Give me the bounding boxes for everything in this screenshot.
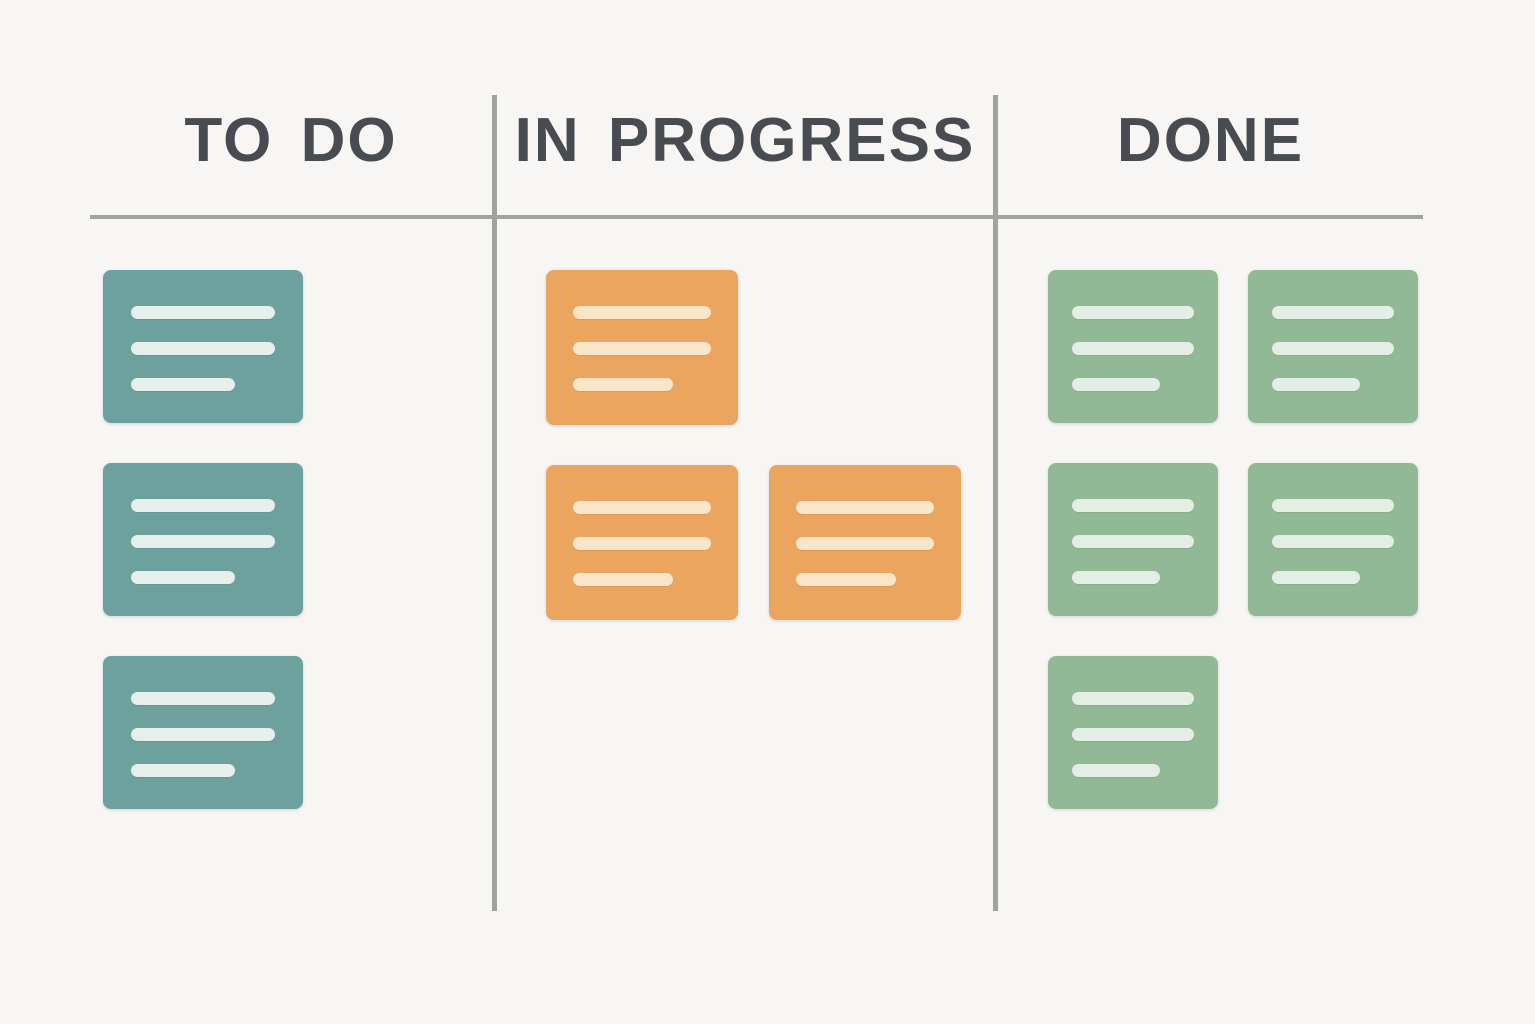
card-row	[546, 270, 961, 425]
card-text-line	[131, 306, 275, 319]
kanban-card[interactable]	[1048, 463, 1218, 616]
card-text-line	[1071, 728, 1195, 741]
card-text-line	[795, 537, 935, 550]
card-row	[103, 270, 303, 423]
card-text-line	[1271, 571, 1361, 584]
card-text-line	[1271, 535, 1395, 548]
card-text-line	[1071, 692, 1195, 705]
card-text-line	[1071, 342, 1195, 355]
card-row	[1048, 463, 1418, 616]
card-text-line	[1271, 499, 1395, 512]
card-text-line	[795, 573, 896, 586]
card-row	[1048, 270, 1418, 423]
card-text-line	[1071, 571, 1161, 584]
column-cards-todo	[103, 270, 303, 809]
kanban-card[interactable]	[546, 465, 738, 620]
card-text-line	[131, 378, 235, 391]
kanban-card[interactable]	[1048, 270, 1218, 423]
card-text-line	[1271, 378, 1361, 391]
column-divider-1	[492, 95, 497, 911]
header-divider	[90, 215, 1423, 219]
column-header-todo: TO DO	[184, 106, 398, 175]
column-header-done: DONE	[1116, 106, 1305, 175]
card-text-line	[1071, 499, 1195, 512]
kanban-card[interactable]	[546, 270, 738, 425]
kanban-card[interactable]	[103, 270, 303, 423]
card-text-line	[131, 535, 275, 548]
card-text-line	[131, 728, 275, 741]
kanban-card[interactable]	[1248, 270, 1418, 423]
card-row	[103, 463, 303, 616]
card-text-line	[1071, 764, 1161, 777]
column-divider-2	[993, 95, 998, 911]
card-row	[1048, 656, 1418, 809]
kanban-card[interactable]	[769, 465, 961, 620]
card-text-line	[1071, 535, 1195, 548]
card-text-line	[572, 342, 712, 355]
card-text-line	[1071, 378, 1161, 391]
card-text-line	[572, 537, 712, 550]
card-text-line	[131, 764, 235, 777]
card-text-line	[131, 499, 275, 512]
card-text-line	[572, 378, 673, 391]
card-text-line	[572, 501, 712, 514]
kanban-card[interactable]	[1048, 656, 1218, 809]
card-text-line	[131, 571, 235, 584]
card-text-line	[1271, 306, 1395, 319]
card-row	[103, 656, 303, 809]
card-row	[546, 465, 961, 620]
column-cards-done	[1048, 270, 1418, 809]
card-text-line	[572, 306, 712, 319]
kanban-card[interactable]	[103, 463, 303, 616]
kanban-card[interactable]	[1248, 463, 1418, 616]
column-cards-in-progress	[546, 270, 961, 620]
card-text-line	[1071, 306, 1195, 319]
card-text-line	[1271, 342, 1395, 355]
card-text-line	[131, 692, 275, 705]
card-text-line	[572, 573, 673, 586]
card-text-line	[131, 342, 275, 355]
kanban-card[interactable]	[103, 656, 303, 809]
column-header-in-progress: IN PROGRESS	[514, 106, 976, 175]
card-text-line	[795, 501, 935, 514]
